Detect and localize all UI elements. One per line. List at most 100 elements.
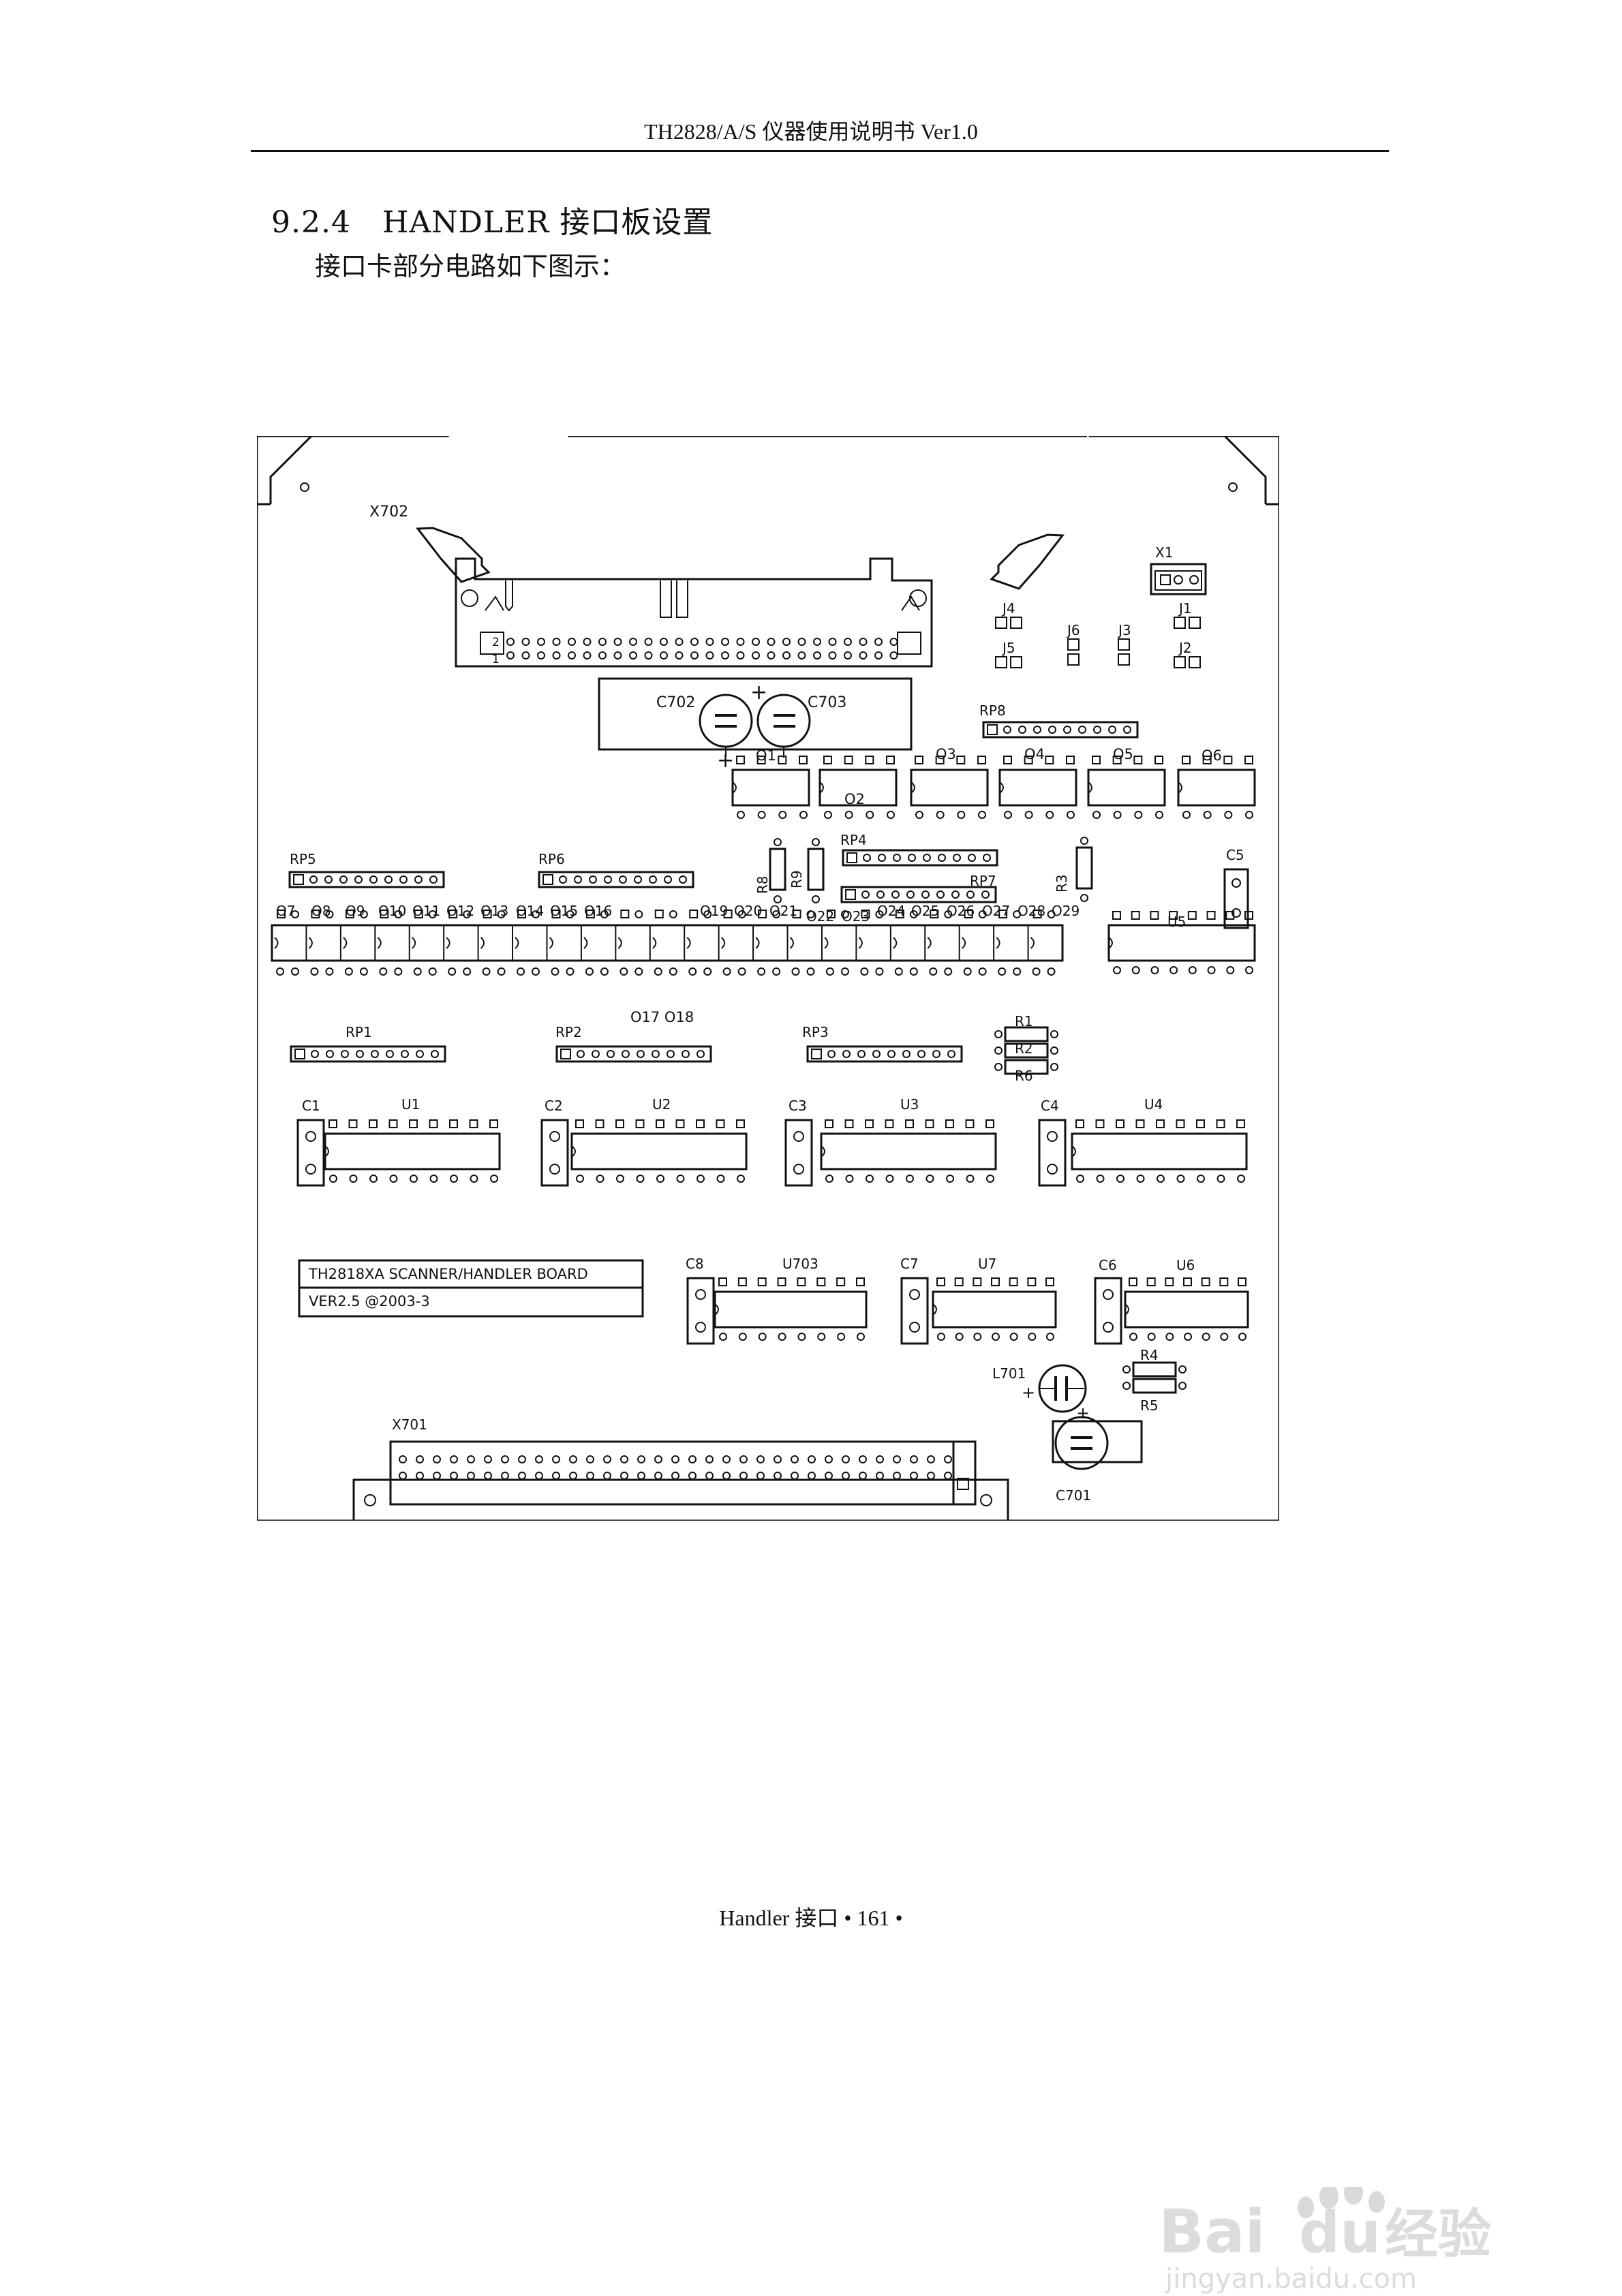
ic-u5-pin xyxy=(1113,966,1121,974)
label-opto-row-item: O20 xyxy=(734,903,762,919)
opto-row-pin xyxy=(964,910,973,918)
ic-u1-pin xyxy=(469,1119,478,1128)
label-c1: C1 xyxy=(302,1098,320,1114)
opto-row-notch xyxy=(893,937,898,949)
opto-o3-pin xyxy=(935,756,945,764)
ic-u4-pin xyxy=(1157,1175,1165,1183)
opto-row-notch xyxy=(274,937,279,949)
opto-row-pin xyxy=(826,910,836,918)
c4-capacitor-pad xyxy=(1047,1131,1058,1142)
ic-u7-pin xyxy=(973,1277,982,1286)
opto-o1-pin xyxy=(799,756,808,764)
x702-pin-row1 xyxy=(889,651,898,660)
label-opto-row-item: O25 xyxy=(911,903,939,919)
label-c8: C8 xyxy=(686,1256,704,1272)
ic-u1-pin xyxy=(348,1119,358,1128)
x701-base xyxy=(352,1478,1009,1521)
x701-pin xyxy=(586,1472,594,1480)
x701-pin xyxy=(722,1472,731,1480)
label-r6: R6 xyxy=(1015,1068,1033,1084)
opto-o4-pin xyxy=(1066,756,1075,764)
ic-u1-pin xyxy=(329,1175,337,1183)
ic-u5-pin xyxy=(1245,966,1253,974)
x702-pin-row1 xyxy=(705,651,714,660)
ic-u703-pin xyxy=(817,1333,826,1341)
jumper-j4 xyxy=(995,617,1007,629)
rp1-resistor-pack-pin xyxy=(311,1050,319,1058)
ic-u4-pin xyxy=(1176,1175,1185,1183)
c2-capacitor xyxy=(540,1119,569,1187)
r1-resistor xyxy=(1004,1026,1049,1042)
ic-u2-pin xyxy=(636,1175,645,1183)
r5-resistor-lead xyxy=(1178,1382,1187,1390)
ic-u2-pin xyxy=(696,1119,705,1128)
x702-pin-row1 xyxy=(629,651,637,660)
rp8-resistor-pack-pin xyxy=(1033,726,1041,734)
x701-pin xyxy=(450,1472,458,1480)
opto-o3-pin xyxy=(978,811,986,819)
ic-u7-pin xyxy=(1009,1277,1018,1286)
opto-o4-pin xyxy=(1024,811,1033,819)
ic-u4-pin xyxy=(1116,1119,1124,1128)
x702-pin-row1 xyxy=(859,651,868,660)
x702-pin-row2 xyxy=(736,638,745,646)
rp7-resistor-pack-pin xyxy=(906,890,915,899)
opto-o3-pin xyxy=(957,811,966,819)
opto-o2-pin xyxy=(844,811,853,819)
rp5-resistor-pack-pin xyxy=(429,875,438,884)
section-intro: 接口卡部分电路如下图示： xyxy=(315,251,626,281)
label-opto-row-item: O26 xyxy=(947,903,975,919)
r5-resistor-lead xyxy=(1122,1382,1131,1390)
x702-pin-row2 xyxy=(537,638,545,646)
opto-o5-pin xyxy=(1113,811,1122,819)
x701-pin xyxy=(552,1455,560,1463)
ic-u7-pin xyxy=(954,1277,964,1286)
jumper-j5 xyxy=(1010,656,1022,668)
label-plus-a: + xyxy=(750,681,767,704)
pcb-board-frame xyxy=(257,436,1279,1521)
label-o1: O1 xyxy=(756,747,776,764)
opto-o3-pin xyxy=(936,811,945,819)
rp3-resistor-pack-pin xyxy=(872,1050,881,1058)
label-opto-row-item: O7 xyxy=(276,903,295,919)
ic-u6-pin xyxy=(1147,1333,1156,1341)
opto-row-pin xyxy=(840,910,849,918)
ic-u703-pin xyxy=(718,1277,727,1286)
ic-u1 xyxy=(324,1132,501,1170)
rp5-resistor-pack-pin1 xyxy=(293,874,304,885)
rp2-resistor-pack-pin xyxy=(607,1050,615,1058)
ic-u6-pin xyxy=(1238,1277,1246,1286)
label-rp5: RP5 xyxy=(290,851,316,867)
label-opto-row-item: O16 xyxy=(584,903,612,919)
rp8-resistor-pack-pin xyxy=(1048,726,1056,734)
ic-u1-pin xyxy=(470,1175,478,1183)
opto-row-pin xyxy=(860,967,869,976)
x701-pin xyxy=(569,1472,577,1480)
label-c6: C6 xyxy=(1099,1257,1117,1273)
ic-u2 xyxy=(570,1132,748,1170)
x1-pin xyxy=(1174,575,1183,585)
opto-row-pin xyxy=(757,967,766,976)
ic-u2-pin xyxy=(676,1175,685,1183)
x701-pin xyxy=(671,1455,679,1463)
ic-u1-pin xyxy=(490,1175,498,1183)
rp7-resistor-pack-pin1 xyxy=(845,889,856,900)
x701-pin xyxy=(859,1455,867,1463)
x701-pin xyxy=(535,1472,543,1480)
watermark-brand-a: Bai xyxy=(1159,2197,1266,2267)
label-u6: U6 xyxy=(1176,1257,1195,1273)
ic-u5-pin xyxy=(1207,966,1216,974)
rp5-resistor-pack xyxy=(288,871,445,888)
ic-u6-pin xyxy=(1184,1333,1192,1341)
ic-u6-pin xyxy=(1183,1277,1192,1286)
rp3-resistor-pack-pin xyxy=(902,1050,911,1058)
ic-u3-pin xyxy=(945,1119,954,1128)
label-opto-row-item: O9 xyxy=(346,903,365,919)
x701-pin xyxy=(944,1455,952,1463)
rp5-resistor-pack-pin xyxy=(399,875,408,884)
x702-pin-row1 xyxy=(552,651,561,660)
opto-row-strip xyxy=(271,924,1064,962)
x701-pin xyxy=(842,1455,850,1463)
ic-u4 xyxy=(1071,1132,1248,1170)
opto-row-pin xyxy=(944,967,953,976)
